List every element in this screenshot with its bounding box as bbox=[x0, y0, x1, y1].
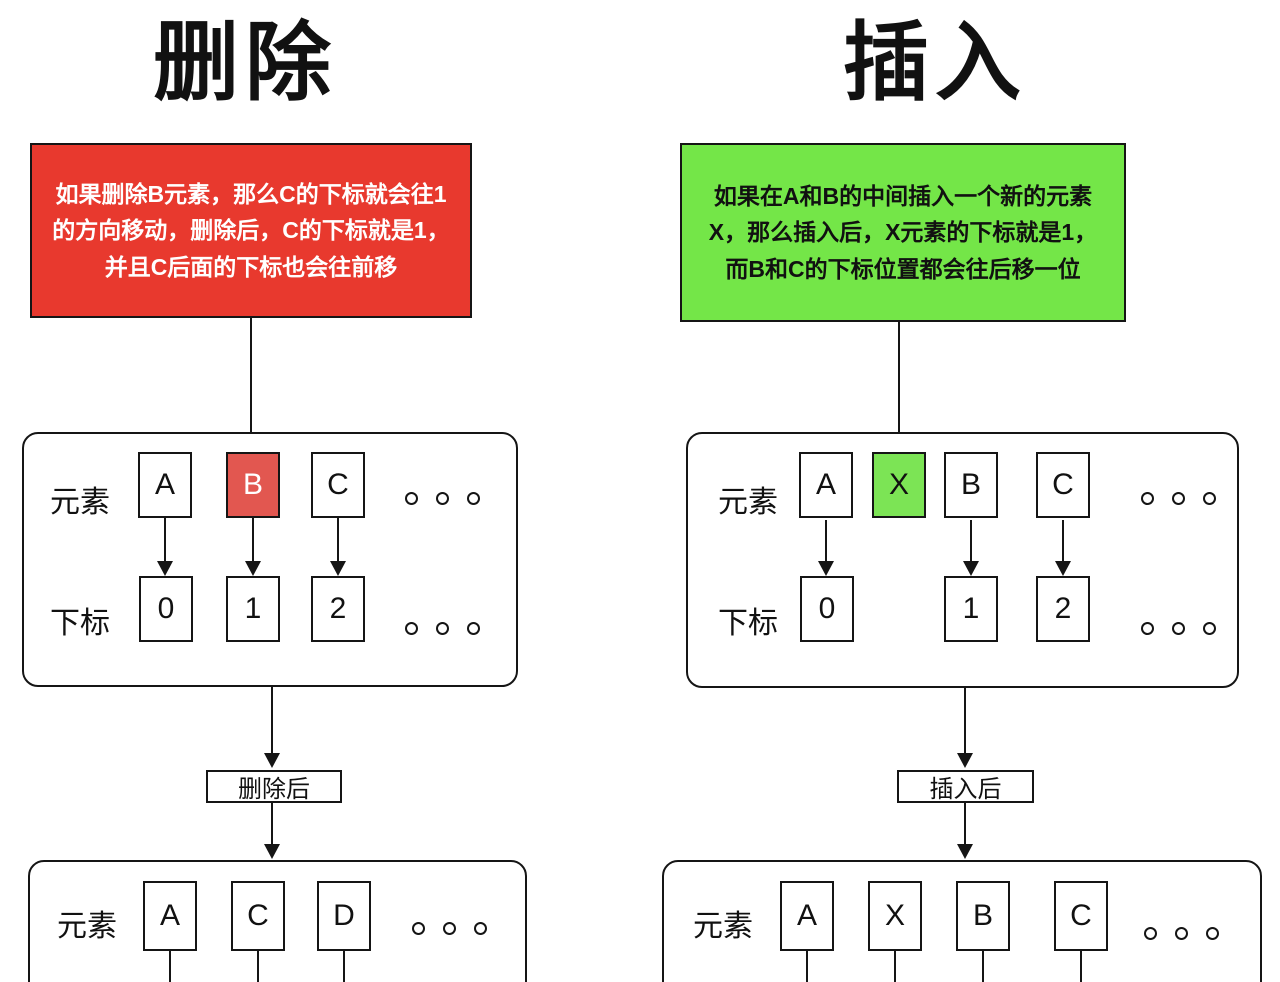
index-cell-1: 1 bbox=[944, 576, 998, 642]
delete-note: 如果删除B元素，那么C的下标就会往1的方向移动，删除后，C的下标就是1，并且C后… bbox=[30, 143, 472, 318]
element-cell-d: D bbox=[317, 881, 371, 951]
arrow-down-icon bbox=[957, 688, 973, 768]
element-cell-a: A bbox=[143, 881, 197, 951]
insert-before-element-row-label: 元素 bbox=[718, 486, 778, 519]
insert-note: 如果在A和B的中间插入一个新的元素X，那么插入后，X元素的下标就是1，而B和C的… bbox=[680, 143, 1126, 322]
element-cell-x-highlighted: X bbox=[872, 452, 926, 518]
element-cell-a: A bbox=[138, 452, 192, 518]
connector-line bbox=[806, 951, 808, 982]
arrow-down-icon bbox=[157, 518, 173, 576]
ellipsis-icon bbox=[1144, 927, 1219, 940]
element-cell-c: C bbox=[231, 881, 285, 951]
element-cell-c: C bbox=[1054, 881, 1108, 951]
element-cell-x: X bbox=[868, 881, 922, 951]
delete-before-index-row-label: 下标 bbox=[50, 607, 110, 640]
element-cell-b: B bbox=[944, 452, 998, 518]
insert-title: 插入 bbox=[843, 15, 1027, 111]
arrow-down-icon bbox=[264, 687, 280, 768]
element-cell-a: A bbox=[780, 881, 834, 951]
ellipsis-icon bbox=[412, 922, 487, 935]
connector-line bbox=[1080, 951, 1082, 982]
index-cell-2: 2 bbox=[311, 576, 365, 642]
arrow-down-icon bbox=[330, 518, 346, 576]
ellipsis-icon bbox=[405, 622, 480, 635]
connector-line bbox=[169, 951, 171, 982]
arrow-down-icon bbox=[963, 520, 979, 576]
connector-line bbox=[982, 951, 984, 982]
arrow-down-icon bbox=[245, 518, 261, 576]
delete-before-element-row-label: 元素 bbox=[50, 486, 110, 519]
ellipsis-icon bbox=[1141, 622, 1216, 635]
element-cell-b-highlighted: B bbox=[226, 452, 280, 518]
delete-title: 删除 bbox=[153, 15, 337, 111]
element-cell-b: B bbox=[956, 881, 1010, 951]
index-cell-0: 0 bbox=[800, 576, 854, 642]
ellipsis-icon bbox=[405, 492, 480, 505]
arrow-down-icon bbox=[957, 803, 973, 859]
delete-after-element-row-label: 元素 bbox=[57, 910, 117, 943]
arrow-down-icon bbox=[818, 520, 834, 576]
index-cell-2: 2 bbox=[1036, 576, 1090, 642]
connector-line bbox=[343, 951, 345, 982]
index-cell-0: 0 bbox=[139, 576, 193, 642]
connector-line bbox=[257, 951, 259, 982]
element-cell-c: C bbox=[311, 452, 365, 518]
insert-after-element-row-label: 元素 bbox=[693, 910, 753, 943]
arrow-down-icon bbox=[1055, 520, 1071, 576]
index-cell-1: 1 bbox=[226, 576, 280, 642]
insert-stage-label: 插入后 bbox=[897, 770, 1034, 803]
arrow-down-icon bbox=[264, 803, 280, 859]
ellipsis-icon bbox=[1141, 492, 1216, 505]
element-cell-c: C bbox=[1036, 452, 1090, 518]
insert-before-index-row-label: 下标 bbox=[718, 607, 778, 640]
connector-line bbox=[894, 951, 896, 982]
element-cell-a: A bbox=[799, 452, 853, 518]
delete-stage-label: 删除后 bbox=[206, 770, 342, 803]
